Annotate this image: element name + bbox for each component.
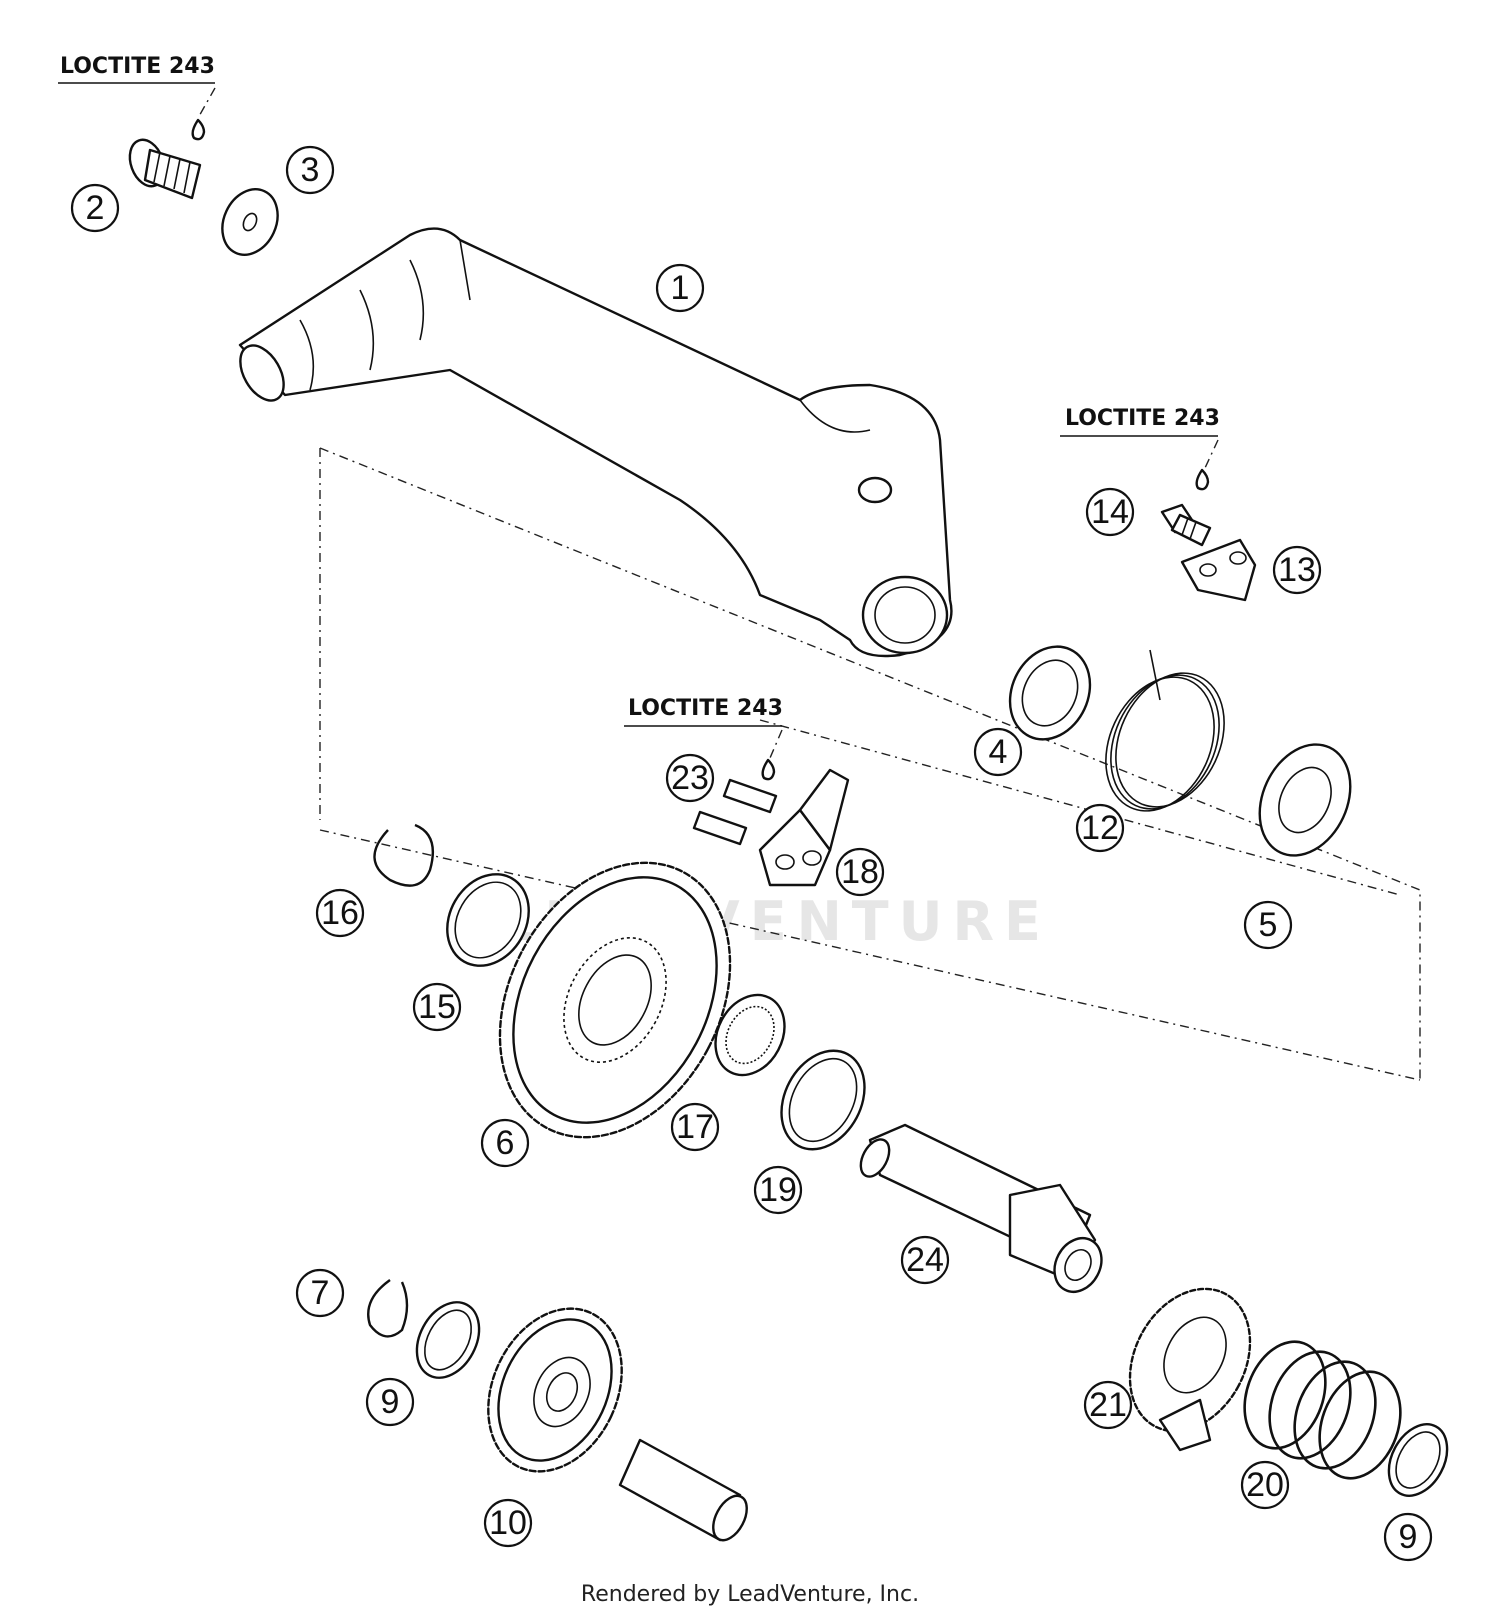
loctite-note-screw-14: LOCTITE 243: [1060, 406, 1220, 491]
part-screw-2: [128, 138, 202, 200]
part-washer-19: [780, 1049, 866, 1151]
callout-14: 14: [1085, 487, 1135, 537]
svg-text:5: 5: [1259, 906, 1278, 944]
svg-text:3: 3: [301, 151, 320, 189]
callout-15: 15: [412, 982, 462, 1032]
part-gear-6: [498, 861, 732, 1139]
callout-12: 12: [1075, 803, 1125, 853]
svg-text:13: 13: [1278, 551, 1316, 589]
callout-18: 18: [835, 847, 885, 897]
callout-17: 17: [670, 1102, 720, 1152]
loctite-label: LOCTITE 243: [1065, 406, 1220, 431]
part-gear-10: [487, 1307, 623, 1473]
svg-text:10: 10: [489, 1504, 527, 1542]
loctite-label: LOCTITE 243: [60, 54, 215, 79]
part-spring-20: [1243, 1340, 1402, 1480]
callout-2: 2: [70, 183, 120, 233]
callout-6: 6: [480, 1118, 530, 1168]
callout-20: 20: [1240, 1460, 1290, 1510]
callout-9-left: 9: [365, 1377, 415, 1427]
svg-text:9: 9: [381, 1383, 400, 1421]
svg-text:19: 19: [759, 1171, 797, 1209]
callout-19: 19: [753, 1165, 803, 1215]
svg-text:14: 14: [1091, 493, 1129, 531]
part-stop-plate-18: [758, 768, 850, 887]
svg-text:9: 9: [1399, 1518, 1418, 1556]
svg-text:16: 16: [321, 894, 359, 932]
part-circlip-16: [373, 823, 435, 887]
callout-16: 16: [315, 888, 365, 938]
svg-text:24: 24: [906, 1241, 944, 1279]
svg-text:7: 7: [311, 1274, 330, 1312]
svg-text:21: 21: [1089, 1386, 1127, 1424]
part-bushing: [618, 1438, 748, 1542]
callout-7: 7: [295, 1268, 345, 1318]
callout-21: 21: [1083, 1380, 1133, 1430]
part-shaft-24: [859, 1123, 1103, 1293]
part-washer-4: [1008, 645, 1092, 741]
svg-text:20: 20: [1246, 1466, 1284, 1504]
svg-text:1: 1: [671, 269, 690, 307]
part-kick-gear-21: [1128, 1287, 1252, 1452]
part-washer-9-right: [1387, 1423, 1449, 1497]
callout-5: 5: [1243, 900, 1293, 950]
loctite-notes: LOCTITE 243 LOCTITE 243 LOCTITE 243: [58, 54, 1220, 781]
part-needle-bearing-17: [714, 993, 786, 1077]
svg-text:15: 15: [418, 988, 456, 1026]
svg-text:23: 23: [671, 759, 709, 797]
part-washer-9-left: [415, 1301, 481, 1379]
loctite-label: LOCTITE 243: [628, 696, 783, 721]
part-bolt-14: [1160, 503, 1212, 547]
svg-text:17: 17: [676, 1108, 714, 1146]
loctite-note-screw-23: LOCTITE 243: [624, 696, 783, 781]
assembly-guide-lines: [319, 447, 1421, 1081]
callout-1: 1: [655, 263, 705, 313]
callout-23: 23: [665, 753, 715, 803]
part-bracket-13: [1180, 538, 1257, 602]
callout-9-right: 9: [1383, 1512, 1433, 1562]
svg-text:12: 12: [1081, 809, 1119, 847]
part-circlip-7: [367, 1279, 409, 1338]
exploded-parts-diagram: LEADVENTURE: [58, 54, 1449, 1562]
callout-24: 24: [900, 1235, 950, 1285]
loctite-note-screw-2: LOCTITE 243: [58, 54, 216, 141]
part-washer-3: [221, 188, 279, 256]
svg-text:4: 4: [989, 733, 1008, 771]
callout-13: 13: [1272, 545, 1322, 595]
callout-3: 3: [285, 145, 335, 195]
footer-credit: Rendered by LeadVenture, Inc.: [580, 1582, 920, 1607]
svg-text:6: 6: [496, 1124, 515, 1162]
svg-text:2: 2: [86, 189, 105, 227]
part-bolts-23: [692, 778, 778, 846]
part-torsion-spring-12: [1105, 649, 1225, 812]
part-kickstarter-lever: [238, 227, 953, 658]
svg-text:18: 18: [841, 853, 879, 891]
callout-4: 4: [973, 727, 1023, 777]
part-washer-15: [446, 873, 530, 967]
callout-10: 10: [483, 1498, 533, 1548]
part-washer-5: [1258, 743, 1352, 857]
